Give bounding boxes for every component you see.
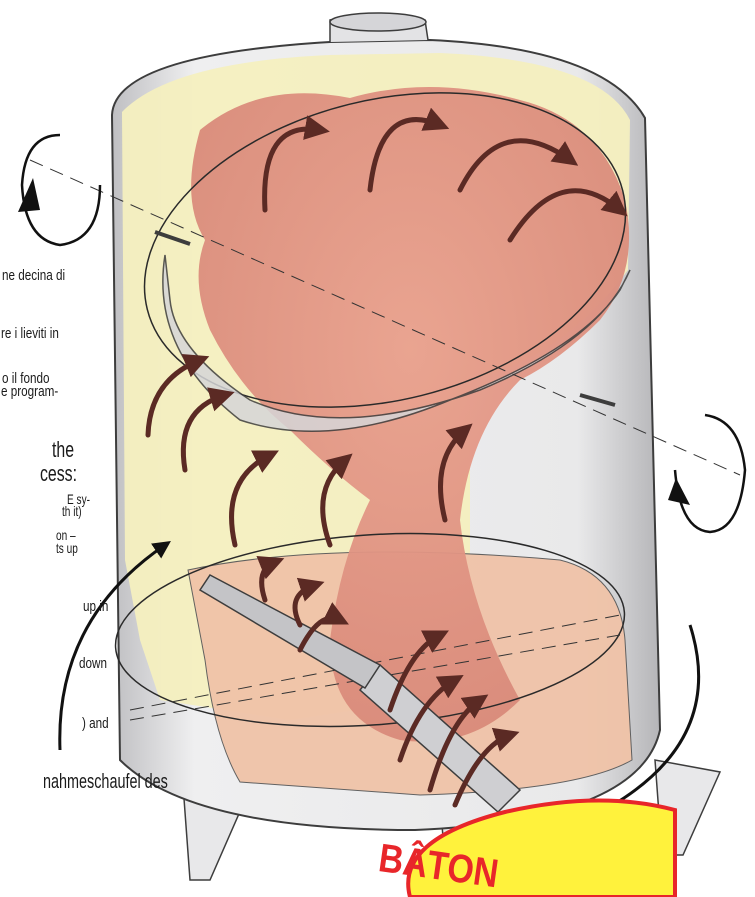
italian-line-2: re i lieviti in [1, 326, 59, 342]
english-line-4: ts up [56, 541, 78, 555]
english-line-2: th it) [62, 504, 82, 518]
italian-line-1: ne decina di [2, 268, 65, 284]
rotation-arrow-right [668, 415, 745, 532]
english-line-6: down [79, 656, 107, 672]
german-line-1: nahmeschaufel des [43, 771, 168, 794]
tank-neck [330, 13, 428, 42]
italian-line-4: e program- [1, 384, 58, 400]
english-line-7: ) and [82, 716, 109, 732]
english-heading-2: cess: [40, 462, 77, 485]
english-heading-1: the [52, 438, 74, 461]
english-line-5: up in [83, 599, 108, 615]
rotation-arrow-left [18, 135, 100, 245]
